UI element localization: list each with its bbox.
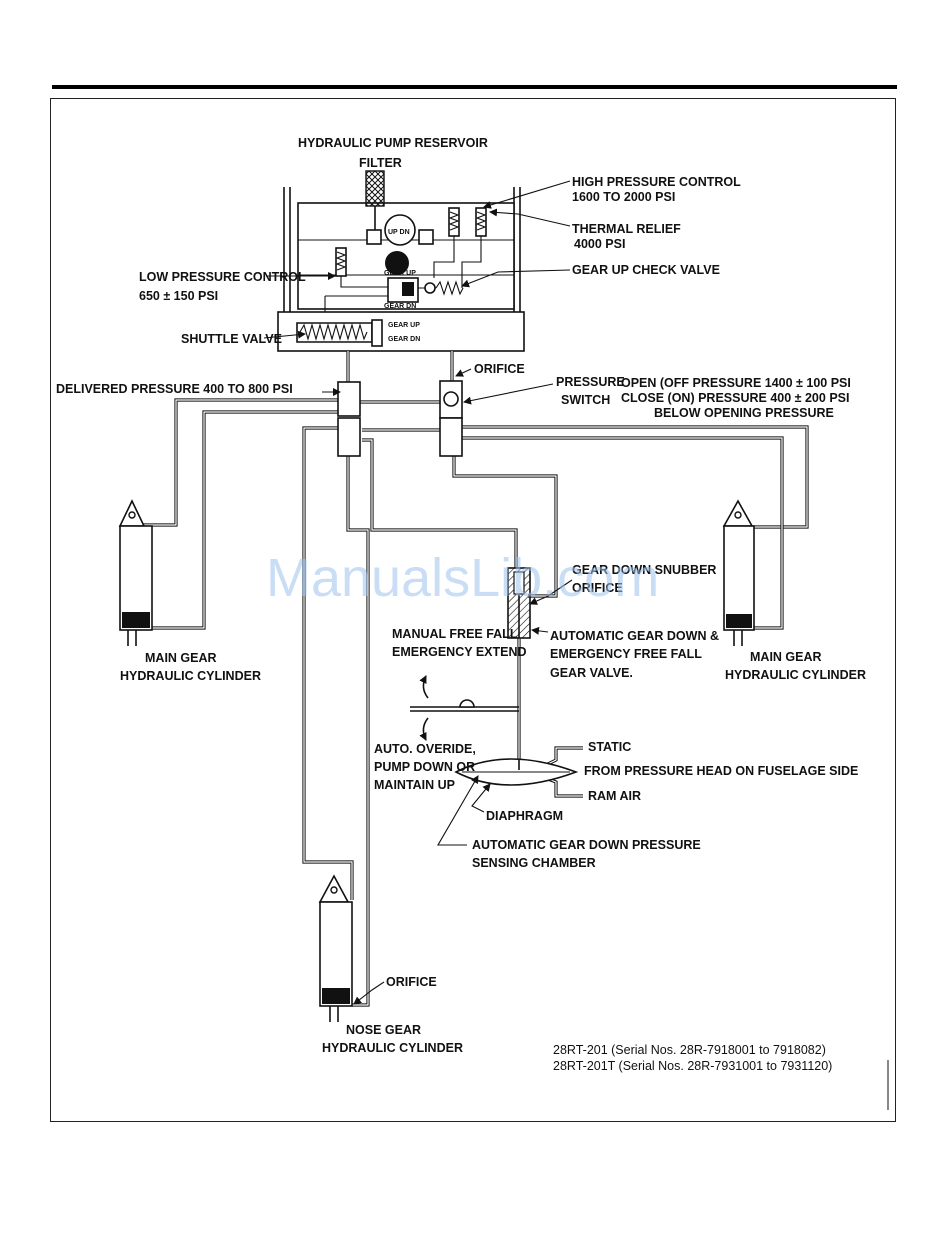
manual-free-fall-label-2: EMERGENCY EXTEND <box>392 645 527 659</box>
diagram-title: HYDRAULIC PUMP RESERVOIR <box>298 136 488 150</box>
gear-down-snubber-label-1: GEAR DOWN SNUBBER <box>572 563 716 577</box>
gear-up-small-label: GEAR UP <box>384 270 416 277</box>
filter-element <box>365 170 385 207</box>
nose-gear-label-1: NOSE GEAR <box>346 1023 421 1037</box>
gear-dn-port-label: GEAR DN <box>388 336 420 343</box>
gear-down-snubber-label-2: ORIFICE <box>572 581 623 595</box>
auto-gear-down-label-1: AUTOMATIC GEAR DOWN & <box>550 629 719 643</box>
serial-line-2: 28RT-201T (Serial Nos. 28R-7931001 to 79… <box>553 1059 832 1073</box>
main-gear-left-label-1: MAIN GEAR <box>145 651 217 665</box>
low-pressure-control-value: 650 ± 150 PSI <box>139 289 218 303</box>
ram-air-label: RAM AIR <box>588 789 641 803</box>
diaphragm-label: DIAPHRAGM <box>486 809 563 823</box>
nose-gear-label-2: HYDRAULIC CYLINDER <box>322 1041 463 1055</box>
auto-gear-down-label-2: EMERGENCY FREE FALL <box>550 647 702 661</box>
shuttle-valve-label: SHUTTLE VALVE <box>181 332 282 346</box>
up-dn-label: UP DN <box>388 229 410 236</box>
high-pressure-control-value: 1600 TO 2000 PSI <box>572 190 675 204</box>
auto-override-label-2: PUMP DOWN OR <box>374 760 475 774</box>
orifice-bottom-label: ORIFICE <box>386 975 437 989</box>
diaphragm-chamber <box>454 758 579 786</box>
pressure-switch <box>439 380 463 457</box>
low-pressure-control-label: LOW PRESSURE CONTROL <box>139 270 306 284</box>
manual-free-fall-lever <box>410 675 519 741</box>
watermark: ManualsLib.com <box>266 548 659 608</box>
gear-up-port-label: GEAR UP <box>388 322 420 329</box>
pressure-switch-label-1: PRESSURE <box>556 375 625 389</box>
orifice-top-label: ORIFICE <box>474 362 525 376</box>
main-gear-right-label-2: HYDRAULIC CYLINDER <box>725 668 866 682</box>
pressure-switch-label-2: SWITCH <box>561 393 610 407</box>
below-opening-label: BELOW OPENING PRESSURE <box>654 406 834 420</box>
main-gear-left-label-2: HYDRAULIC CYLINDER <box>120 669 261 683</box>
nose-gear-cylinder <box>318 874 353 1022</box>
gear-up-check-valve-label: GEAR UP CHECK VALVE <box>572 263 720 277</box>
main-gear-right-label-1: MAIN GEAR <box>750 650 822 664</box>
thermal-relief-value: 4000 PSI <box>574 237 625 251</box>
pressure-head-label: FROM PRESSURE HEAD ON FUSELAGE SIDE <box>584 764 858 778</box>
filter-label: FILTER <box>359 156 402 170</box>
open-pressure-label: OPEN (OFF PRESSURE 1400 ± 100 PSI <box>621 376 851 390</box>
serial-line-1: 28RT-201 (Serial Nos. 28R-7918001 to 791… <box>553 1043 826 1057</box>
top-rule <box>52 85 897 89</box>
gear-dn-small-label: GEAR DN <box>384 303 416 310</box>
delivered-pressure-valve <box>337 381 361 457</box>
diagram-frame <box>50 98 896 1122</box>
static-label: STATIC <box>588 740 631 754</box>
sensing-chamber-label-2: SENSING CHAMBER <box>472 856 596 870</box>
auto-override-label-1: AUTO. OVERIDE, <box>374 742 476 756</box>
delivered-pressure-label: DELIVERED PRESSURE 400 TO 800 PSI <box>56 382 293 396</box>
close-pressure-label: CLOSE (ON) PRESSURE 400 ± 200 PSI <box>621 391 849 405</box>
manual-free-fall-label-1: MANUAL FREE FALL <box>392 627 518 641</box>
auto-override-label-3: MAINTAIN UP <box>374 778 455 792</box>
high-pressure-control-label: HIGH PRESSURE CONTROL <box>572 175 741 189</box>
main-gear-left-cylinder <box>118 499 153 646</box>
leader-lines <box>263 180 889 1110</box>
thermal-relief-label: THERMAL RELIEF <box>572 222 681 236</box>
main-gear-right-cylinder <box>722 499 755 646</box>
up-dn-selector <box>384 214 416 246</box>
auto-gear-down-label-3: GEAR VALVE. <box>550 666 633 680</box>
sensing-chamber-label-1: AUTOMATIC GEAR DOWN PRESSURE <box>472 838 701 852</box>
